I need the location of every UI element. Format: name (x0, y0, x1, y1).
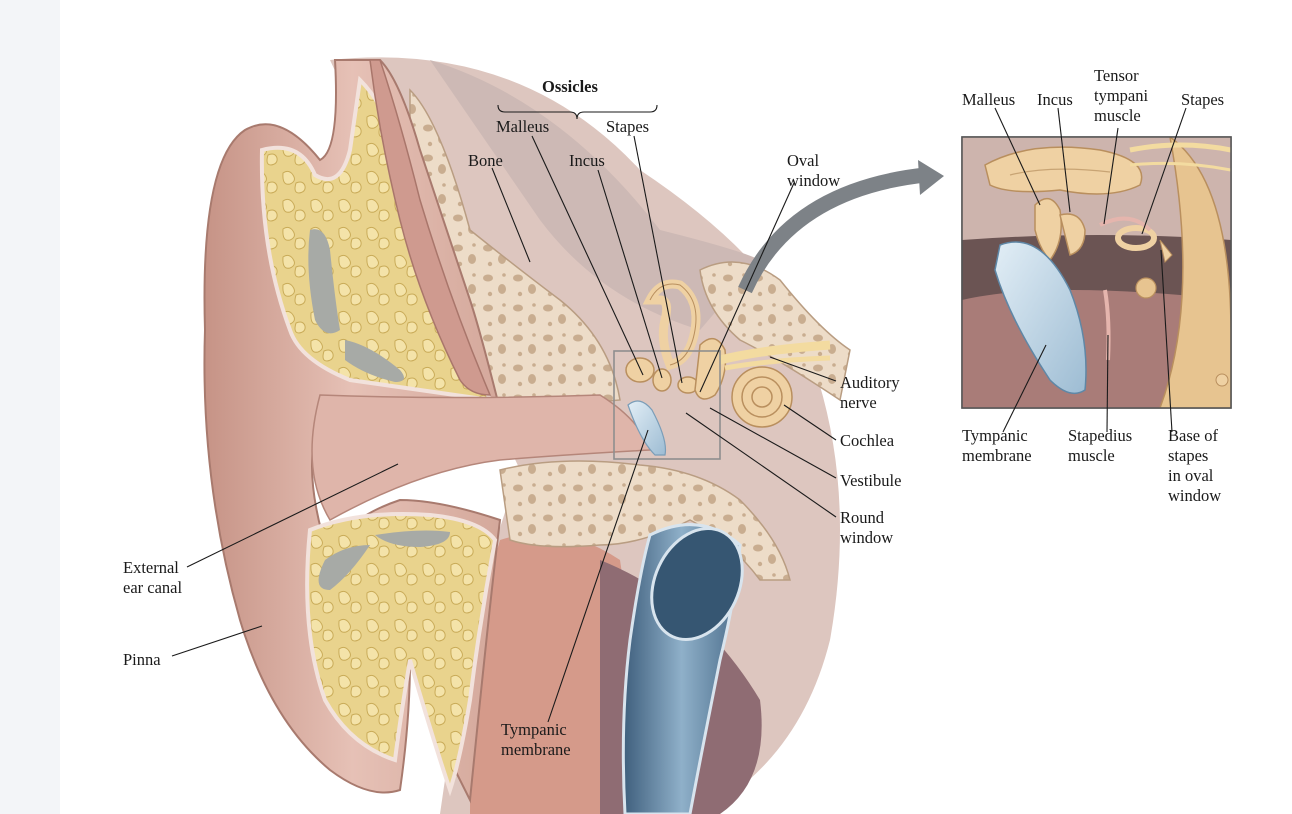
inset-label-tympanic-line2: membrane (962, 446, 1032, 465)
label-oval-window-line2: window (787, 171, 840, 190)
inset-label-base-line3: in oval (1168, 466, 1214, 485)
main-labels: Ossicles Malleus Stapes Bone Incus Oval … (123, 77, 901, 759)
inset-label-base-line1: Base of (1168, 426, 1218, 445)
ossicles-and-inner-ear (625, 279, 831, 428)
inset-label-base-line4: window (1168, 486, 1221, 505)
leader-lines (171, 104, 837, 723)
inset-label-base-line2: stapes (1168, 446, 1208, 465)
label-auditory-nerve-line2: nerve (840, 393, 877, 412)
temporal-bone (409, 88, 851, 581)
inset-label-malleus: Malleus (962, 90, 1015, 109)
label-external-ear-canal-line2: ear canal (123, 578, 182, 597)
label-round-window-line1: Round (840, 508, 885, 527)
label-oval-window-line1: Oval (787, 151, 819, 170)
label-external-ear-canal-line1: External (123, 558, 179, 577)
label-ossicles: Ossicles (542, 77, 598, 96)
label-auditory-nerve-line1: Auditory (840, 373, 900, 392)
label-bone: Bone (468, 151, 503, 170)
label-incus: Incus (569, 151, 605, 170)
inset-label-incus: Incus (1037, 90, 1073, 109)
label-stapes: Stapes (606, 117, 649, 136)
external-ear-canal (311, 394, 652, 522)
label-tympanic-membrane-line2: membrane (501, 740, 571, 759)
inset-label-stapedius-line1: Stapedius (1068, 426, 1132, 445)
inset-label-stapedius-line2: muscle (1068, 446, 1115, 465)
label-tympanic-membrane-line1: Tympanic (501, 720, 567, 739)
label-vestibule: Vestibule (840, 471, 901, 490)
inset-labels: Malleus Incus Tensor tympani muscle Stap… (962, 66, 1224, 505)
inset-leader-lines (994, 107, 1187, 433)
inset-label-stapes: Stapes (1181, 90, 1224, 109)
inset-label-tensor-line1: Tensor (1094, 66, 1139, 85)
inset-panel (961, 136, 1232, 409)
tympanic-membrane-shape (627, 400, 667, 456)
inset-label-tympanic-line1: Tympanic (962, 426, 1028, 445)
eustachian-tube-opening (650, 527, 744, 641)
label-malleus: Malleus (496, 117, 549, 136)
zoom-region-box (613, 350, 721, 460)
inset-label-tensor-line2: tympani (1094, 86, 1148, 105)
magnify-arrowhead (918, 160, 944, 195)
upper-muscle (369, 59, 492, 396)
label-round-window-line2: window (840, 528, 893, 547)
left-margin-strip (0, 0, 60, 814)
label-cochlea: Cochlea (840, 431, 895, 450)
magnify-arrow-icon (738, 167, 926, 294)
inset-label-tensor-line3: muscle (1094, 106, 1141, 125)
label-pinna: Pinna (123, 650, 161, 669)
